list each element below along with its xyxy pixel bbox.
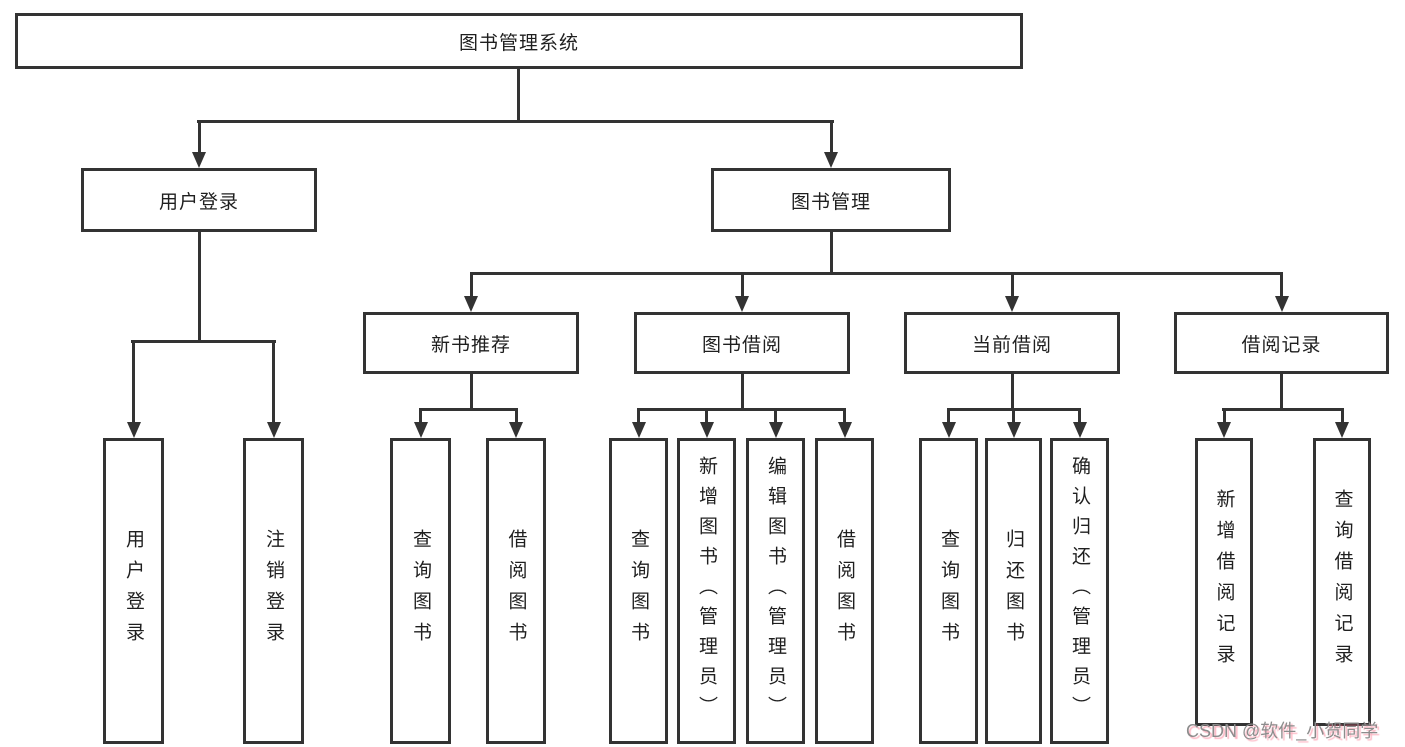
connector-drop bbox=[740, 272, 744, 299]
node-borrow-records: 借阅记录 bbox=[1174, 312, 1389, 374]
leaf-logout-login: 注销登录 bbox=[243, 438, 304, 744]
connector-drop bbox=[1340, 408, 1344, 422]
arrowhead-down-icon bbox=[699, 422, 714, 438]
arrowhead-down-icon bbox=[837, 422, 852, 438]
connector-drop bbox=[947, 408, 950, 422]
leaf-edit-books-admin: 编辑图书（管理员） bbox=[746, 438, 805, 744]
arrowhead-down-icon bbox=[1335, 422, 1349, 438]
leaf-confirm-return-admin: 确认归还（管理员） bbox=[1050, 438, 1109, 744]
leaf-borrow-books-recommend: 借阅图书 bbox=[486, 438, 546, 744]
connector-drop bbox=[197, 120, 201, 155]
connector-drop bbox=[1078, 408, 1081, 422]
connector-drop bbox=[514, 408, 518, 422]
connector-stem bbox=[740, 374, 744, 411]
connector-drop bbox=[1280, 272, 1283, 299]
leaf-query-books-borrow: 查询图书 bbox=[609, 438, 668, 744]
connector-drop bbox=[843, 408, 846, 422]
arrowhead-down-icon bbox=[768, 422, 783, 438]
connector-stem bbox=[1010, 374, 1014, 411]
connector-bus bbox=[131, 340, 276, 343]
connector-bus bbox=[470, 272, 1282, 275]
leaf-add-books-admin: 新增图书（管理员） bbox=[677, 438, 736, 744]
leaf-add-borrow-record: 新增借阅记录 bbox=[1195, 438, 1253, 726]
arrowhead-down-icon bbox=[735, 296, 749, 312]
arrowhead-down-icon bbox=[631, 422, 646, 438]
node-book-borrow: 图书借阅 bbox=[634, 312, 850, 374]
connector-stem bbox=[829, 232, 833, 275]
connector-drop bbox=[705, 408, 708, 422]
leaf-query-books-current: 查询图书 bbox=[919, 438, 978, 744]
connector-drop bbox=[1010, 272, 1014, 299]
connector-drop bbox=[1012, 408, 1015, 422]
connector-bus bbox=[419, 408, 518, 411]
arrowhead-down-icon bbox=[266, 422, 281, 438]
connector-stem bbox=[517, 68, 520, 123]
connector-bus bbox=[1222, 408, 1344, 411]
connector-stem bbox=[197, 232, 201, 343]
arrowhead-down-icon bbox=[1274, 296, 1289, 312]
arrowhead-down-icon bbox=[126, 422, 141, 438]
leaf-return-books: 归还图书 bbox=[985, 438, 1042, 744]
leaf-user-login: 用户登录 bbox=[103, 438, 164, 744]
node-book-management: 图书管理 bbox=[711, 168, 951, 232]
node-root-library-system: 图书管理系统 bbox=[15, 13, 1023, 69]
arrowhead-down-icon bbox=[824, 152, 838, 168]
arrowhead-down-icon bbox=[1005, 296, 1019, 312]
connector-drop bbox=[1222, 408, 1226, 422]
arrowhead-down-icon bbox=[192, 152, 206, 168]
arrowhead-down-icon bbox=[1072, 422, 1087, 438]
csdn-watermark: CSDN @软件_小贺同学 bbox=[1186, 721, 1379, 741]
connector-bus bbox=[197, 120, 834, 123]
arrowhead-down-icon bbox=[1006, 422, 1021, 438]
arrowhead-down-icon bbox=[941, 422, 956, 438]
connector-drop bbox=[132, 340, 135, 423]
connector-drop bbox=[774, 408, 777, 422]
connector-drop bbox=[419, 408, 422, 422]
connector-drop bbox=[469, 272, 473, 299]
connector-bus bbox=[637, 408, 846, 411]
arrowhead-down-icon bbox=[1217, 422, 1231, 438]
connector-stem bbox=[1280, 374, 1283, 411]
arrowhead-down-icon bbox=[509, 422, 523, 438]
leaf-query-books-recommend: 查询图书 bbox=[390, 438, 451, 744]
arrowhead-down-icon bbox=[464, 296, 478, 312]
connector-drop bbox=[272, 340, 275, 423]
connector-drop bbox=[829, 120, 833, 155]
leaf-query-borrow-record: 查询借阅记录 bbox=[1313, 438, 1371, 726]
connector-drop bbox=[637, 408, 640, 422]
node-new-book-recommend: 新书推荐 bbox=[363, 312, 579, 374]
leaf-borrow-books: 借阅图书 bbox=[815, 438, 874, 744]
connector-stem bbox=[469, 374, 473, 411]
arrowhead-down-icon bbox=[413, 422, 428, 438]
node-current-borrow: 当前借阅 bbox=[904, 312, 1120, 374]
node-user-login: 用户登录 bbox=[81, 168, 317, 232]
